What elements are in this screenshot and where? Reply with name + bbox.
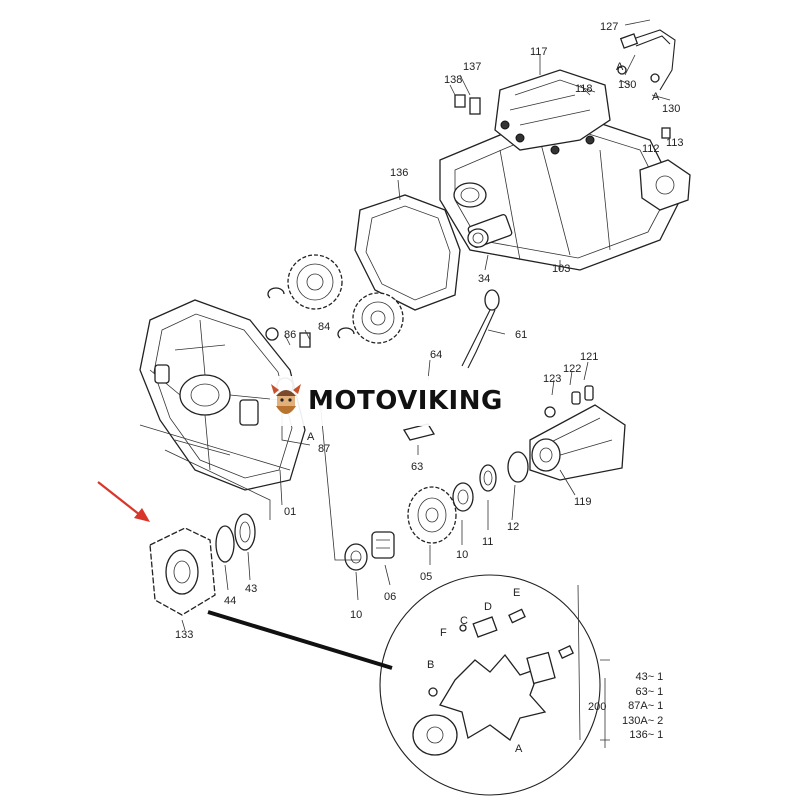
callout-labels: 127 117 137 138 118 A 130 A 130 113 112 …	[175, 21, 684, 755]
gear-pump	[529, 385, 626, 481]
callout-label: 103	[552, 263, 570, 275]
coupling-detail-view	[379, 574, 601, 796]
callout-label: 63	[411, 461, 423, 473]
quantity-table-total: 200	[588, 701, 607, 713]
callout-label: 121	[580, 351, 598, 363]
callout-label: 11	[482, 536, 493, 548]
callout-label: F	[440, 627, 447, 639]
callout-label: E	[513, 587, 520, 599]
callout-label: A	[652, 91, 660, 103]
callout-label: 44	[224, 595, 236, 607]
callout-label: 12	[507, 521, 519, 533]
callout-label: 127	[600, 21, 618, 33]
callout-label: 137	[463, 61, 481, 73]
callout-label: 06	[384, 591, 396, 603]
callout-label: A	[616, 61, 624, 73]
quantity-row: 136~ 1	[629, 729, 664, 741]
dipstick	[461, 289, 500, 369]
callout-label: C	[460, 615, 468, 627]
quantity-row: 43~ 1	[635, 671, 664, 683]
callout-label: 05	[420, 571, 432, 583]
callout-label: 118	[575, 83, 593, 95]
callout-label: 133	[175, 629, 193, 641]
callout-label: B	[427, 659, 434, 671]
callout-label: 01	[284, 506, 296, 518]
callout-label: 130	[662, 103, 680, 115]
quantity-row: 63~ 1	[635, 685, 664, 698]
viking-helmet-logo	[271, 384, 301, 414]
detail-connector	[207, 610, 393, 670]
callout-label: 87	[318, 443, 330, 455]
callout-label: 122	[563, 363, 581, 375]
brand-name: MOTOVIKING	[308, 386, 503, 416]
callout-label: 34	[478, 273, 490, 285]
shaft-parts	[344, 423, 529, 571]
callout-label: 117	[530, 46, 548, 58]
quantity-row: 87A~ 1	[628, 700, 664, 712]
callout-label: 10	[350, 609, 362, 621]
callout-label: A	[515, 743, 523, 755]
callout-label: 43	[245, 583, 257, 595]
drive-gears	[265, 254, 404, 348]
callout-label: 64	[430, 349, 442, 361]
coupling	[149, 513, 256, 616]
callout-label: 123	[543, 373, 561, 385]
callout-label: 136	[390, 167, 408, 179]
callout-label: 130	[618, 79, 636, 91]
callout-label: 138	[444, 74, 462, 86]
quantity-table: 200 43~ 1 63~ 1 87A~ 1 130A~ 2 136~ 1	[588, 670, 678, 750]
quantity-table-rows: 43~ 1 63~ 1 87A~ 1 130A~ 2 136~ 1	[622, 670, 663, 743]
red-arrow-icon	[97, 481, 150, 522]
callout-label: A	[307, 431, 315, 443]
gasket	[354, 194, 461, 311]
callout-label: 61	[515, 329, 527, 341]
callout-label: 112	[642, 143, 660, 155]
callout-label: 113	[666, 137, 684, 149]
quantity-row: 130A~ 2	[622, 714, 664, 727]
callout-label: 84	[318, 321, 330, 333]
callout-label: 119	[574, 496, 592, 508]
hydraulic-pump-assembly	[439, 29, 691, 271]
callout-label: D	[484, 601, 492, 613]
callout-label: 86	[284, 329, 296, 341]
brand-watermark: MOTOVIKING	[270, 376, 532, 426]
callout-label: 10	[456, 549, 468, 561]
